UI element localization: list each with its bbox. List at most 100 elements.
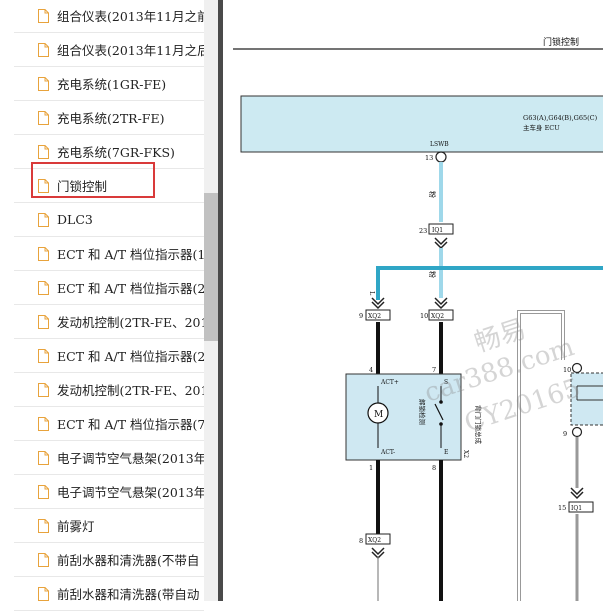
sidebar-item-label: 组合仪表(2013年11月之后: [57, 43, 210, 58]
pin-9b-label: 9: [563, 430, 567, 438]
right-component-box: [570, 372, 603, 426]
switch-contact: [434, 403, 444, 421]
sidebar-item[interactable]: DLC3: [14, 203, 204, 237]
pin-8-label: 8: [432, 464, 436, 472]
connector-iq1-lower-label: IQ1: [571, 505, 582, 512]
wire-color-label-2: 粉: [428, 271, 437, 278]
switch-e-label: E: [444, 449, 448, 456]
sidebar-item-label: 发动机控制(2TR-FE、201: [57, 315, 209, 330]
back-door-lock-label: 背门门锁总成: [474, 405, 483, 445]
sidebar-item-label: ECT 和 A/T 档位指示器(1G: [57, 247, 216, 262]
document-icon: [38, 484, 49, 499]
document-icon: [38, 110, 49, 125]
act-plus-label: ACT+: [380, 379, 399, 386]
connector-xq2-left: [365, 309, 391, 321]
sidebar-item-label: 组合仪表(2013年11月之前: [57, 9, 210, 24]
document-icon: [38, 518, 49, 533]
sidebar-item[interactable]: 组合仪表(2013年11月之前: [14, 0, 210, 33]
sidebar-item-label: ECT 和 A/T 档位指示器(7G: [57, 417, 216, 432]
pin-23-label: 23: [419, 227, 427, 235]
sidebar-item[interactable]: 充电系统(2TR-FE): [14, 101, 204, 135]
connector-iq1-upper: [428, 223, 454, 235]
sidebar-item[interactable]: 门锁控制: [14, 169, 204, 203]
sidebar-item-label: ECT 和 A/T 档位指示器(2T: [57, 349, 214, 364]
pin-4-label: 4: [369, 366, 373, 374]
wire-gray-loop-inner: [518, 311, 564, 601]
switch-s-label: S: [444, 379, 448, 386]
x2-label: X2: [462, 450, 469, 458]
sidebar-item-label: 充电系统(1GR-FE): [57, 77, 167, 92]
diagram-title: 门锁控制: [543, 36, 579, 48]
sidebar-item[interactable]: ECT 和 A/T 档位指示器(2T: [14, 339, 214, 373]
document-icon: [38, 8, 49, 23]
ecu-connector-label: G63(A),G64(B),G65(C): [523, 114, 598, 122]
sidebar-item[interactable]: 前雾灯: [14, 509, 204, 543]
ecu-name-label: 主车身 ECU: [523, 123, 560, 132]
pin-8b-label: 8: [359, 537, 363, 545]
document-icon: [38, 212, 49, 227]
sidebar-item-label: 充电系统(7GR-FKS): [57, 145, 175, 160]
sidebar-item-label: 充电系统(2TR-FE): [57, 111, 165, 126]
sidebar-item[interactable]: 前刮水器和清洗器(不带自: [14, 543, 204, 577]
pin-9-label: 9: [359, 312, 363, 320]
connector-xq2-lower: [365, 533, 391, 545]
document-icon: [38, 178, 49, 193]
wire-color-label-1: 粉: [428, 191, 437, 198]
connector-iq1-upper-label: IQ1: [432, 227, 443, 234]
lock-detect-label: 解锁检测: [418, 399, 427, 426]
pin-7-label: 7: [432, 366, 436, 374]
switch-node-top: [439, 400, 443, 404]
right-pin-9-terminal: [571, 426, 583, 438]
pin-1-label: 1: [369, 464, 373, 472]
act-minus-label: ACT-: [380, 449, 395, 456]
sidebar-item-label: ECT 和 A/T 档位指示器(2T: [57, 281, 214, 296]
document-icon: [38, 144, 49, 159]
terminal-lswb: LSWB: [430, 141, 449, 148]
iq1-lower-chevron: [570, 487, 584, 500]
sidebar-item[interactable]: ECT 和 A/T 档位指示器(1G: [14, 237, 215, 271]
sidebar-item[interactable]: 前刮水器和清洗器(带自动: [14, 577, 204, 611]
sidebar-item-label: 门锁控制: [57, 179, 108, 194]
document-sidebar: 组合仪表(2013年11月之前组合仪表(2013年11月之后充电系统(1GR-F…: [0, 0, 215, 611]
sidebar-item[interactable]: ECT 和 A/T 档位指示器(2T: [14, 271, 214, 305]
document-icon: [38, 76, 49, 91]
document-icon: [38, 246, 49, 261]
sidebar-item[interactable]: 电子调节空气悬架(2013年: [14, 475, 207, 509]
pin-13-terminal: [435, 151, 447, 163]
pin-10-label: 10: [420, 312, 428, 320]
xq2-left-chevron: [371, 297, 385, 310]
wiring-diagram: 门锁控制 G63(A),G64(B),G65(C) 主车身 ECU LSWB 1…: [233, 36, 603, 601]
sidebar-item[interactable]: 充电系统(7GR-FKS): [14, 135, 204, 169]
connector-xq2-lower-label: XQ2: [368, 537, 381, 544]
ecu-box: [240, 95, 603, 153]
xq2-right-chevron: [434, 297, 448, 310]
sidebar-item[interactable]: ECT 和 A/T 档位指示器(7G: [14, 407, 215, 441]
sidebar-scrollbar-thumb[interactable]: [204, 193, 218, 341]
pane-divider[interactable]: [218, 0, 223, 601]
sidebar-item[interactable]: 电子调节空气悬架(2013年: [14, 441, 207, 475]
sidebar-item[interactable]: 充电系统(1GR-FE): [14, 67, 204, 101]
wiring-diagram-pane: 门锁控制 G63(A),G64(B),G65(C) 主车身 ECU LSWB 1…: [223, 0, 603, 601]
sidebar-item-label: 前刮水器和清洗器(带自动: [57, 587, 200, 602]
sidebar-item-label: 电子调节空气悬架(2013年: [57, 451, 207, 466]
sidebar-item-label: DLC3: [57, 212, 93, 227]
connector-xq2-right: [428, 309, 454, 321]
sidebar-item-label: 前刮水器和清洗器(不带自: [57, 553, 200, 568]
document-icon: [38, 586, 49, 601]
pin-15-label: 15: [558, 504, 566, 512]
sidebar-item-label: 发动机控制(2TR-FE、201: [57, 383, 209, 398]
sidebar-item[interactable]: 发动机控制(2TR-FE、201: [14, 305, 208, 339]
pin-13-label: 13: [425, 154, 433, 162]
connector-iq1-lower: [568, 501, 594, 513]
document-icon: [38, 314, 49, 329]
connector-chevron-upper: [434, 237, 448, 250]
document-icon: [38, 42, 49, 57]
pin-10b-label: 10: [563, 366, 571, 374]
connector-xq2-left-label: XQ2: [368, 313, 381, 320]
sidebar-item-label: 电子调节空气悬架(2013年: [57, 485, 207, 500]
sidebar-item[interactable]: 发动机控制(2TR-FE、201: [14, 373, 208, 407]
document-icon: [38, 382, 49, 397]
sidebar-item[interactable]: 组合仪表(2013年11月之后: [14, 33, 210, 67]
document-icon: [38, 348, 49, 363]
document-icon: [38, 552, 49, 567]
